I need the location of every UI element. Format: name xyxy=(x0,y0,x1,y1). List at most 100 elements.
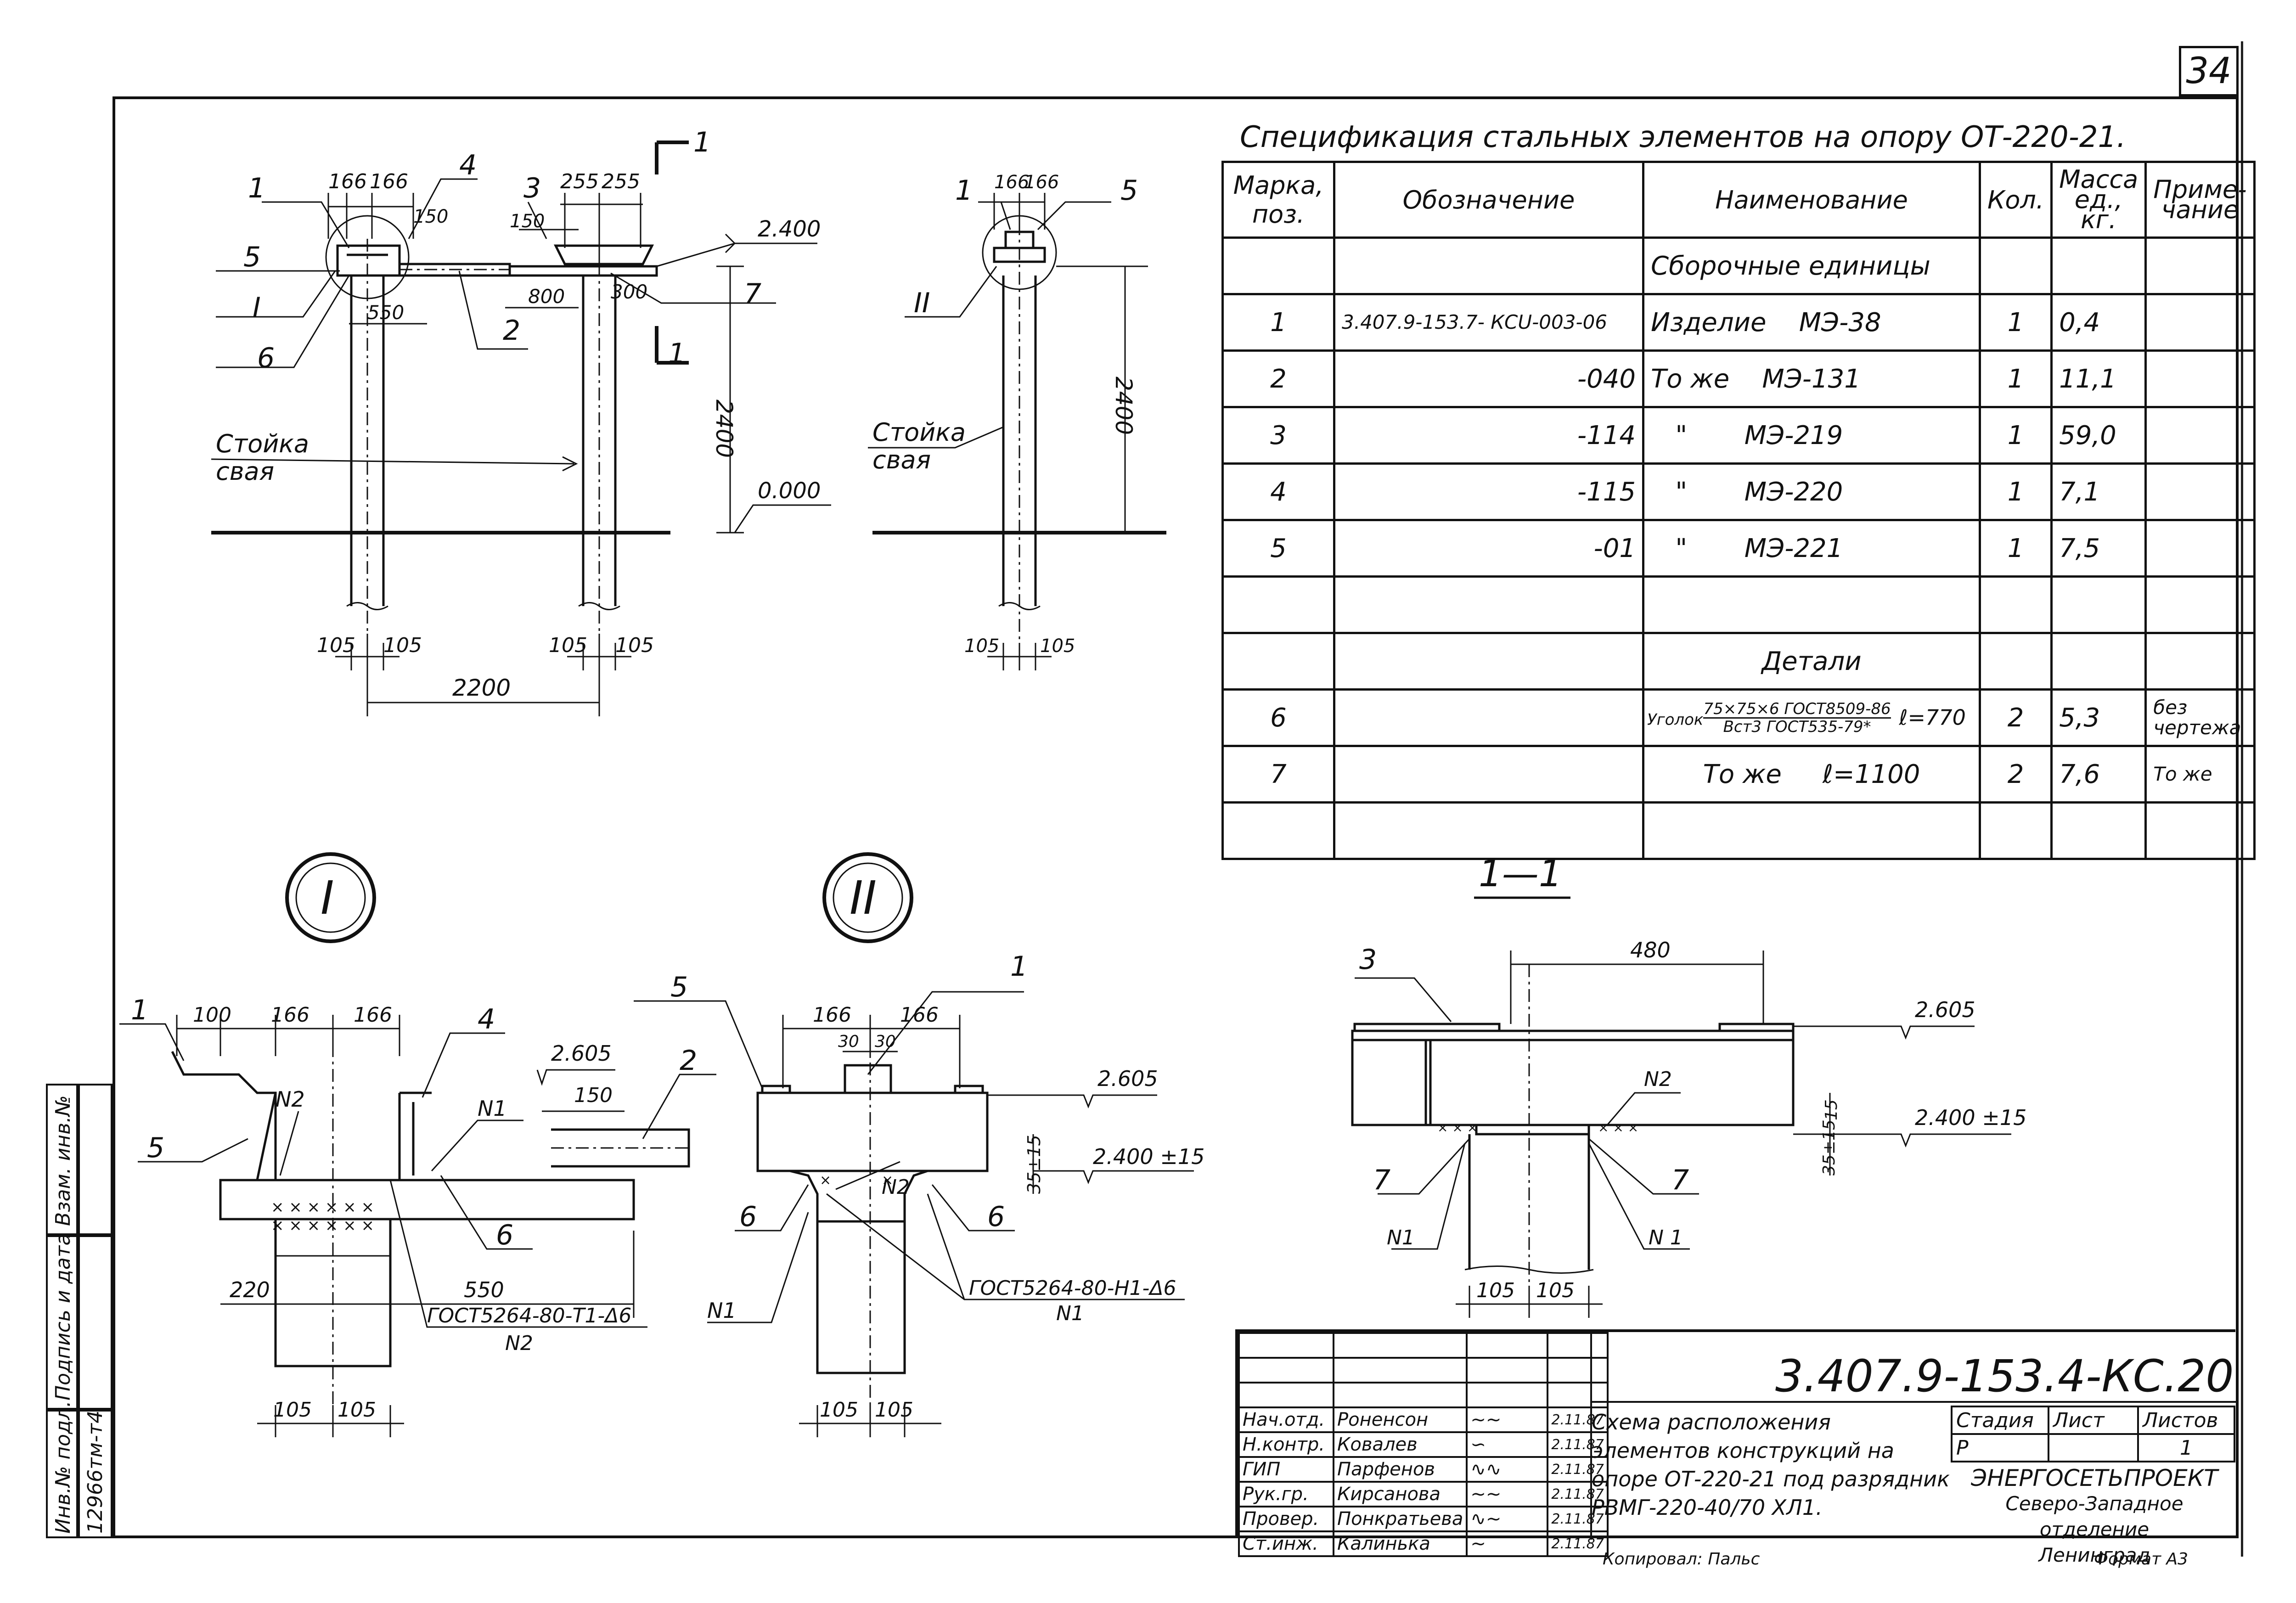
side-pos-II: II xyxy=(914,287,930,319)
signer-row: Н.контр. Ковалев ∽ 2.11.87 xyxy=(1238,1431,1609,1458)
elevation-dim-255a: 255 xyxy=(560,170,599,193)
right-pile xyxy=(582,276,617,606)
svg-text:×: × xyxy=(820,1172,831,1188)
side-dim-166a: 166 xyxy=(994,172,1029,193)
elevation-dim-105d: 105 xyxy=(615,634,654,657)
side-pos-5: 5 xyxy=(1120,174,1138,207)
elevation-pile-label-1: Стойка xyxy=(216,429,309,458)
spec-row-6-qty: 2 xyxy=(1978,688,2053,747)
spec-header-note: Приме- чание xyxy=(2144,161,2256,239)
spec-row-7-prefix: То же xyxy=(1703,759,1782,789)
signer-4-name: Кирсанова xyxy=(1332,1481,1468,1507)
detail-I-dim-105a: 105 xyxy=(273,1398,312,1422)
elevation-pos-1: 1 xyxy=(248,172,265,204)
spec-row-4-qty: 1 xyxy=(1978,462,2053,521)
elevation-dim-166b: 166 xyxy=(370,170,408,193)
detail-I-pos-6: 6 xyxy=(496,1219,513,1251)
spec-row-5-note xyxy=(2144,519,2256,578)
side-dim-166b: 166 xyxy=(1024,172,1059,193)
section-1-1-title: 1—1 xyxy=(1479,852,1562,895)
detail-II: II × × 5 1 6 6 166 166 30 30 2.605 2.400… xyxy=(634,852,1204,1437)
detail-I-dim-105b: 105 xyxy=(338,1398,376,1422)
detail-II-pos-5: 5 xyxy=(670,971,688,1003)
spec-row-6-mass: 5,3 xyxy=(2050,688,2147,747)
spec-row-4-name-a: " xyxy=(1675,477,1688,507)
copied-by: Копировал: Пальс xyxy=(1603,1550,1760,1569)
section-level-top: 2.605 xyxy=(1915,997,1975,1022)
side-dim-2400: 2400 xyxy=(1110,377,1137,435)
section-weld-n2: N2 xyxy=(1644,1068,1672,1091)
signer-6-role: Ст.инж. xyxy=(1238,1530,1334,1557)
detail-II-level-top: 2.605 xyxy=(1097,1066,1158,1091)
signer-1-signature: ∼∼ xyxy=(1466,1406,1549,1433)
elevation-pile-label-2: свая xyxy=(216,457,274,486)
detail-I-dim-166a: 166 xyxy=(271,1003,310,1027)
section-level-mid: 2.400 ±15 xyxy=(1915,1105,2026,1130)
detail-II-dim-30b: 30 xyxy=(875,1032,896,1051)
side-pos-1: 1 xyxy=(955,174,973,207)
detail-I-dim-150: 150 xyxy=(574,1084,613,1107)
elevation-dim-300: 300 xyxy=(611,281,647,303)
elevation-dim-2200: 2200 xyxy=(452,675,511,701)
sheet-number: 34 xyxy=(2179,46,2239,96)
spec-row-6-mark: 6 xyxy=(1221,688,1335,747)
spec-row: 2 -040 То же МЭ-131 1 11,1 xyxy=(1221,349,2256,408)
section-pos-3: 3 xyxy=(1359,944,1377,976)
spec-row-4-note xyxy=(2144,462,2256,521)
spec-section-assemblies-label: Сборочные единицы xyxy=(1642,236,1981,295)
detail-I-dim-220: 220 xyxy=(230,1277,270,1302)
signer-3-signature: ∿∿ xyxy=(1466,1456,1549,1483)
elevation-dim-105b: 105 xyxy=(383,634,422,657)
title-block-divider xyxy=(1590,1332,1592,1540)
stage-table: Стадия Лист Листов Р 1 xyxy=(1950,1406,2235,1462)
sheet-format: Формат А3 xyxy=(2094,1550,2189,1569)
spec-row: 1 3.407.9-153.7- КСU-003-06 Изделие МЭ-3… xyxy=(1221,293,2256,352)
elevation-dim-550: 550 xyxy=(367,301,404,324)
sheet-value xyxy=(2048,1433,2139,1462)
detail-I-pos-2: 2 xyxy=(680,1045,697,1077)
detail-II-dim-30a: 30 xyxy=(838,1032,859,1051)
signer-2-signature: ∽ xyxy=(1466,1431,1549,1458)
spec-header-name: Наименование xyxy=(1642,161,1981,239)
signer-5-name: Понкратьева xyxy=(1332,1506,1468,1532)
signer-3-role: ГИП xyxy=(1238,1456,1334,1483)
spec-row-2-name-a: То же xyxy=(1651,364,1730,394)
signer-1-date: 2.11.87 xyxy=(1547,1406,1609,1433)
spec-row-4-mass: 7,1 xyxy=(2050,462,2147,521)
spec-row-1-mark: 1 xyxy=(1221,293,1335,352)
detail-I-dim-550: 550 xyxy=(464,1277,504,1302)
elevation-dim-150: 150 xyxy=(413,206,448,227)
signer-6-name: Калинька xyxy=(1332,1530,1468,1557)
spec-row-3-designation: -114 xyxy=(1333,406,1644,465)
section-1-1: 1—1 × × × × × × 3 7 7 480 2.605 2.400 ±1… xyxy=(1351,852,2026,1318)
signer-6-signature: ∼ xyxy=(1466,1530,1549,1557)
signer-5-signature: ∿∼ xyxy=(1466,1506,1549,1532)
signer-3-name: Парфенов xyxy=(1332,1456,1468,1483)
signer-row: Нач.отд. Роненсон ∼∼ 2.11.87 xyxy=(1238,1406,1609,1433)
spec-row-3-mark: 3 xyxy=(1221,406,1335,465)
detail-I-dim-166b: 166 xyxy=(354,1003,392,1027)
section-pos-7a: 7 xyxy=(1373,1164,1390,1196)
spec-row-4-name-b: МЭ-220 xyxy=(1744,477,1843,507)
spec-header-designation: Обозначение xyxy=(1333,161,1644,239)
signer-row: Ст.инж. Калинька ∼ 2.11.87 xyxy=(1238,1530,1609,1557)
spec-row-7-qty: 2 xyxy=(1978,745,2053,804)
section-dim-105a: 105 xyxy=(1476,1279,1515,1302)
elevation-view: 1 1 1 5 I 6 4 3 2 7 166 166 150 150 255 … xyxy=(211,126,831,716)
stage-header: Стадия xyxy=(1950,1406,2050,1435)
signer-1-name: Роненсон xyxy=(1332,1406,1468,1433)
spec-row-6-note: без чертежа xyxy=(2144,688,2256,747)
detail-I-level: 2.605 xyxy=(551,1041,612,1066)
signer-2-date: 2.11.87 xyxy=(1547,1431,1609,1458)
spec-row: 7 То же ℓ=1100 2 7,6 То же xyxy=(1221,745,2256,804)
spec-header-mark: Марка, поз. xyxy=(1221,161,1335,239)
org-branch: Северо-Западное отделение xyxy=(2005,1492,2183,1541)
spec-row-1-note xyxy=(2144,293,2256,352)
spec-row-7-length: ℓ=1100 xyxy=(1822,759,1920,789)
side-pile-label-1: Стойка xyxy=(872,418,966,447)
svg-text:×: × xyxy=(882,1172,893,1188)
detail-I-pos-5: 5 xyxy=(147,1132,164,1164)
section-dim-15: 15 xyxy=(1822,1099,1841,1120)
detail-II-dim-166a: 166 xyxy=(813,1003,851,1027)
signer-4-signature: ∼∼ xyxy=(1466,1481,1549,1507)
